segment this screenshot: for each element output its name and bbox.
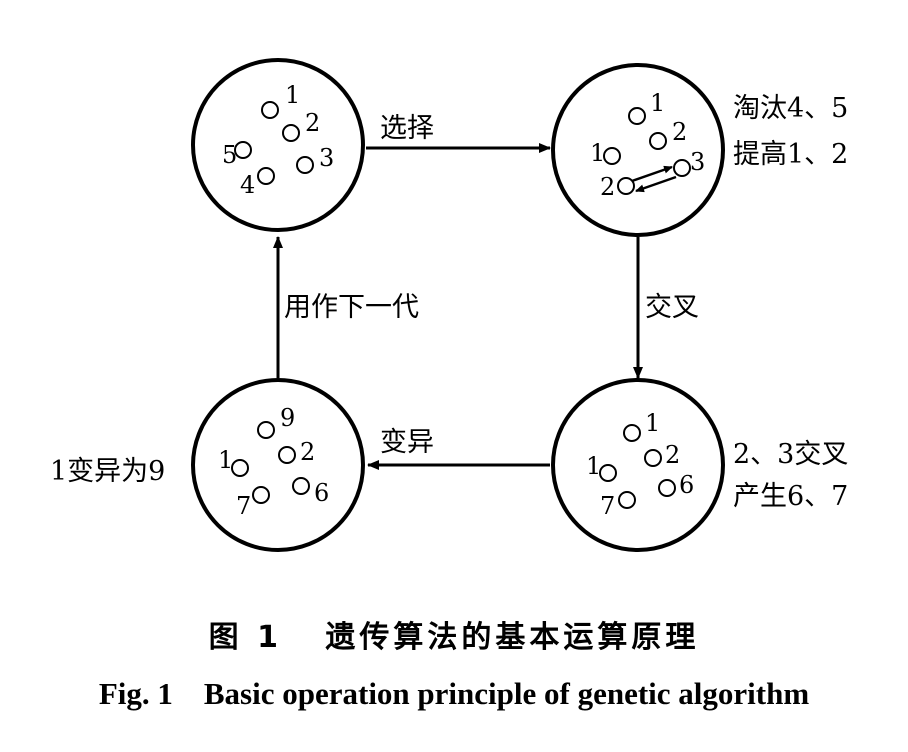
individual-label: 2 — [600, 173, 615, 201]
population-circle-crossed — [551, 378, 725, 552]
individual-dot — [618, 491, 636, 509]
mutation-label: 变异 — [380, 427, 434, 458]
individual-label: 1 — [590, 139, 605, 167]
crossover-note-line2: 产生6、7 — [733, 481, 848, 512]
individual-dot — [623, 424, 641, 442]
genetic-algorithm-diagram: 选择 交叉 变异 用作下一代 淘汰4、5 提高1、2 2、3交叉 产生6、7 1… — [50, 58, 848, 552]
individual-label: 1 — [218, 446, 233, 474]
individual-dot — [296, 156, 314, 174]
selected-population: 1 2 3 1 2 — [590, 89, 705, 201]
individual-dot — [599, 464, 617, 482]
selection-note-line2: 提高1、2 — [733, 139, 848, 170]
individual-dot — [292, 477, 310, 495]
individual-dot — [278, 446, 296, 464]
individual-dot — [257, 167, 275, 185]
population-circle-initial — [191, 58, 365, 232]
individual-label: 1 — [586, 452, 601, 480]
individual-dot — [628, 107, 646, 125]
individual-label: 2 — [672, 118, 687, 146]
initial-population: 1 2 3 4 5 — [222, 81, 334, 199]
individual-dot — [644, 449, 662, 467]
individual-label: 7 — [600, 492, 615, 520]
population-circle-mutated — [191, 378, 365, 552]
individual-label: 6 — [679, 471, 694, 499]
individual-label: 1 — [650, 89, 665, 117]
individual-label: 6 — [314, 479, 329, 507]
mutation-note: 1变异为9 — [50, 456, 165, 487]
figure-caption-english: Fig. 1 Basic operation principle of gene… — [98, 676, 810, 711]
individual-label: 9 — [280, 404, 295, 432]
individual-dot — [261, 101, 279, 119]
individual-label: 7 — [236, 492, 251, 520]
individual-label: 1 — [645, 409, 660, 437]
individual-dot — [673, 159, 691, 177]
individual-label: 2 — [305, 109, 320, 137]
individual-label: 1 — [285, 81, 300, 109]
swap-arrow-right — [631, 165, 673, 183]
individual-dot — [234, 141, 252, 159]
individual-dot — [617, 177, 635, 195]
crossed-population: 1 2 1 7 6 — [586, 409, 694, 520]
crossover-label: 交叉 — [645, 292, 699, 323]
mutated-population: 9 2 1 7 6 — [218, 404, 329, 520]
individual-dot — [252, 486, 270, 504]
individual-dot — [658, 479, 676, 497]
individual-dot — [257, 421, 275, 439]
individual-label: 4 — [240, 171, 255, 199]
figure-caption-chinese: 图 1 遗传算法的基本运算原理 — [208, 620, 700, 655]
selection-label: 选择 — [380, 113, 434, 144]
individual-dot — [603, 147, 621, 165]
individual-label: 5 — [222, 141, 237, 169]
individual-dot — [282, 124, 300, 142]
swap-arrow-left — [635, 175, 677, 193]
individual-dot — [649, 132, 667, 150]
individual-label: 3 — [690, 148, 705, 176]
individual-label: 2 — [665, 441, 680, 469]
next-generation-label: 用作下一代 — [284, 292, 419, 323]
population-circle-selected — [551, 63, 725, 237]
selection-note-line1: 淘汰4、5 — [733, 93, 848, 124]
individual-label: 2 — [300, 438, 315, 466]
crossover-note-line1: 2、3交叉 — [733, 439, 848, 470]
individual-label: 3 — [319, 144, 334, 172]
individual-dot — [231, 459, 249, 477]
